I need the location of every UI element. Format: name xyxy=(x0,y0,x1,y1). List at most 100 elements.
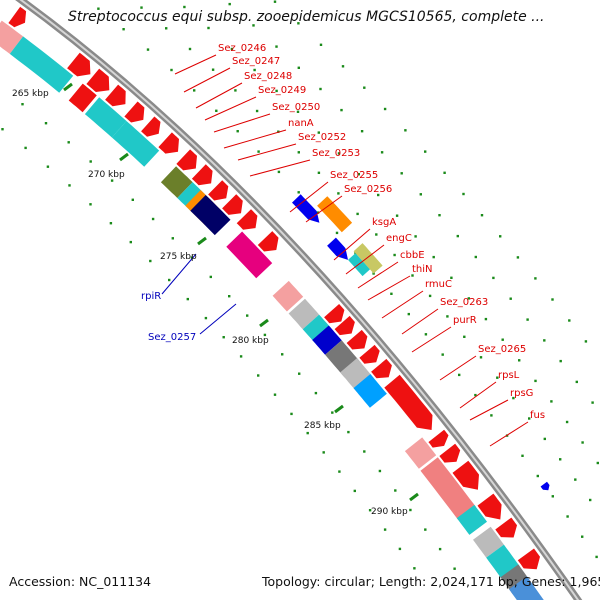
scale-tick xyxy=(1,128,4,131)
scale-tick xyxy=(390,292,393,295)
scale-tick xyxy=(230,47,234,51)
gene-label: purR xyxy=(453,315,477,326)
scale-tick xyxy=(297,22,300,25)
scale-tick xyxy=(331,411,334,414)
scale-tick xyxy=(356,212,359,216)
callout-line xyxy=(333,228,371,261)
gene-feature xyxy=(292,194,320,223)
scale-tick xyxy=(347,430,350,434)
scale-tick xyxy=(596,461,599,465)
callout-line xyxy=(199,303,237,335)
scale-tick xyxy=(490,414,493,417)
scale-tick xyxy=(140,6,143,9)
scale-tick xyxy=(183,5,186,9)
gene-feature xyxy=(84,97,127,138)
scale-tick xyxy=(501,338,504,341)
gene-label: rpiR xyxy=(141,291,161,302)
scale-tick xyxy=(400,172,403,175)
scale-tick xyxy=(24,146,27,150)
gene-feature xyxy=(428,429,449,448)
callout-line xyxy=(469,399,509,421)
scale-tick xyxy=(526,318,529,321)
scale-tick xyxy=(317,131,320,134)
scale-tick xyxy=(277,130,280,133)
scale-tick xyxy=(543,437,546,441)
scale-tick xyxy=(263,333,267,337)
gene-label: Sez_0263 xyxy=(440,297,488,308)
callout-line xyxy=(174,54,217,75)
scale-tick xyxy=(424,150,427,153)
scale-tick xyxy=(190,256,194,259)
callout-line xyxy=(459,381,497,409)
scale-tick xyxy=(559,458,562,461)
gene-feature xyxy=(158,132,179,154)
scale-tick xyxy=(424,528,427,531)
gene-feature xyxy=(477,493,502,520)
scale-tick xyxy=(207,26,210,30)
gene-label: Sez_0255 xyxy=(330,170,378,181)
scale-tick xyxy=(458,373,461,377)
gene-feature xyxy=(439,443,461,463)
scale-tick xyxy=(543,339,546,342)
scale-tick xyxy=(193,89,196,92)
gene-label-callouts: Sez_0246Sez_0247Sez_0248Sez_0249Sez_0250… xyxy=(141,43,545,447)
scale-tick xyxy=(168,278,171,282)
scale-major-tick xyxy=(334,404,344,414)
scale-tick xyxy=(273,0,277,3)
scale-tick xyxy=(492,276,495,280)
gene-feature xyxy=(312,325,342,355)
scale-tick xyxy=(215,109,218,112)
gene-feature xyxy=(105,84,126,107)
gene-label: nanA xyxy=(288,118,314,129)
scale-tick xyxy=(479,356,483,359)
scale-tick xyxy=(340,108,343,112)
scale-tick xyxy=(253,68,256,72)
scale-tick xyxy=(363,450,366,453)
callout-line xyxy=(345,244,385,275)
callout-line xyxy=(367,275,411,301)
scale-tick xyxy=(357,173,360,176)
scale-tick xyxy=(89,203,92,206)
gene-feature xyxy=(404,437,437,469)
gene-feature xyxy=(177,182,206,211)
scale-tick xyxy=(456,234,459,238)
genome-backbone-highlight xyxy=(19,0,580,600)
scale-tick xyxy=(317,171,321,174)
scale-tick xyxy=(97,7,100,10)
scale-tick xyxy=(297,151,300,154)
scale-tick xyxy=(536,474,539,478)
gene-feature xyxy=(160,166,193,198)
scale-tick xyxy=(566,515,569,518)
scale-tick xyxy=(383,528,387,531)
scale-tick xyxy=(534,379,537,383)
scale-label: 270 kbp xyxy=(88,170,125,180)
scale-tick xyxy=(277,170,281,174)
scale-tick xyxy=(319,43,323,46)
scale-tick xyxy=(411,274,414,277)
gene-feature xyxy=(353,374,387,408)
scale-tick xyxy=(419,193,422,196)
gene-features xyxy=(0,6,550,600)
scale-tick xyxy=(441,353,444,356)
scale-tick xyxy=(404,129,407,132)
gene-feature xyxy=(257,231,279,252)
scale-tick xyxy=(171,237,174,240)
scale-tick xyxy=(306,431,309,435)
scale-tick xyxy=(534,277,537,280)
scale-tick xyxy=(528,417,531,420)
scale-tick xyxy=(575,380,578,384)
scale-tick xyxy=(109,222,113,225)
scale-tick xyxy=(363,86,366,89)
gene-label: fus xyxy=(530,410,545,421)
gene-feature xyxy=(327,237,348,260)
gene-feature xyxy=(68,83,97,113)
scale-tick xyxy=(151,217,155,221)
gene-label: Sez_0257 xyxy=(148,332,196,343)
callout-line xyxy=(213,113,271,133)
scale-tick xyxy=(521,454,524,457)
scale-tick xyxy=(129,240,132,244)
gene-feature xyxy=(191,164,213,186)
gene-label: Sez_0250 xyxy=(272,102,320,113)
scale-tick xyxy=(337,192,340,195)
gene-label: Sez_0246 xyxy=(218,43,266,54)
